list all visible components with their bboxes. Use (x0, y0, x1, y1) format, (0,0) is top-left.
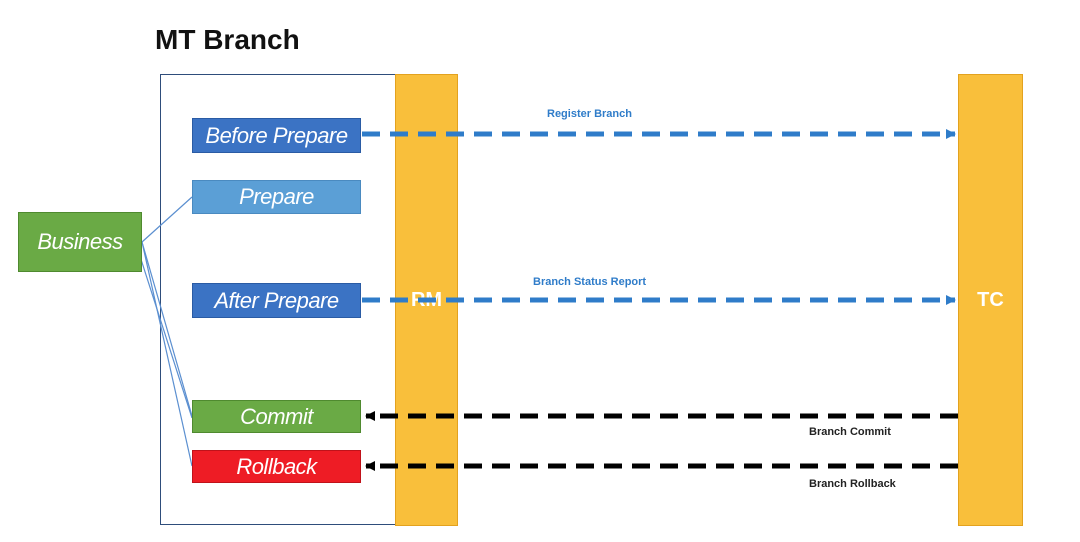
branch-status-report-label: Branch Status Report (533, 276, 647, 288)
before-prepare-box: Before Prepare (192, 118, 361, 153)
business-to-rollback-line (141, 241, 193, 467)
branch-commit-label: Branch Commit (809, 426, 891, 438)
diagram-title: MT Branch (155, 24, 300, 55)
business-to-commit-line (141, 241, 193, 417)
register-branch-label: Register Branch (547, 108, 632, 120)
rollback-box: Rollback (192, 450, 361, 483)
prepare-box: Prepare (192, 180, 361, 214)
business-to-prepare-line (141, 196, 193, 243)
commit-box: Commit (192, 400, 361, 433)
business-to-commit-line-2 (137, 249, 193, 419)
business-box: Business (18, 212, 142, 272)
tc-component: TC (958, 74, 1023, 526)
branch-rollback-label: Branch Rollback (809, 478, 896, 490)
after-prepare-box: After Prepare (192, 283, 361, 318)
rm-label-overlay (395, 74, 458, 526)
